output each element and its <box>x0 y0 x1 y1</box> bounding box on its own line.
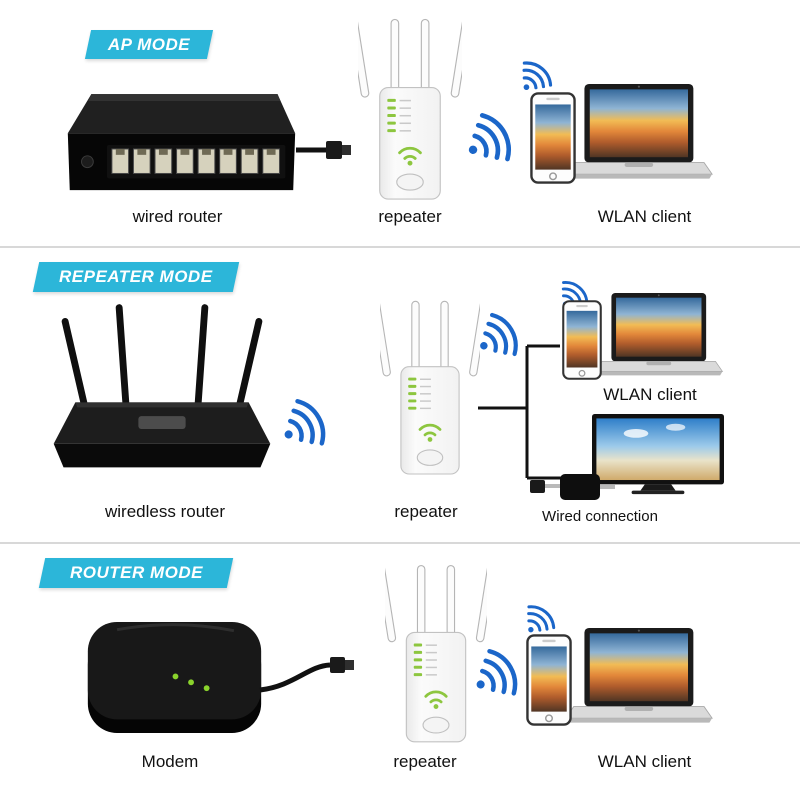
repeater-device <box>385 552 487 748</box>
ap-mode-banner: AP MODE <box>84 30 214 59</box>
wired-connection-label: Wired connection <box>542 508 658 525</box>
wifi-signal-icon <box>268 388 342 462</box>
ethernet-cable <box>296 141 351 159</box>
repeater-label: repeater <box>378 207 442 226</box>
repeater-label: repeater <box>394 502 458 521</box>
wired-router-device <box>58 88 303 206</box>
repeater-device <box>380 288 480 480</box>
smartphone-device <box>562 300 602 380</box>
modem-label: Modem <box>141 752 199 771</box>
ap-mode-banner-label: AP MODE <box>107 34 191 54</box>
ethernet-adapter <box>530 474 615 500</box>
laptop-device <box>592 293 724 380</box>
laptop-device <box>562 628 714 728</box>
wired-router-label: wired router <box>132 207 223 226</box>
wlan-client-label: WLAN client <box>597 752 692 771</box>
section-divider <box>0 246 800 248</box>
smartphone-device <box>526 634 572 726</box>
repeater-mode-banner-label: REPEATER MODE <box>59 267 213 286</box>
router-mode-banner-label: ROUTER MODE <box>69 563 203 582</box>
wireless-router-label: wiredless router <box>105 502 225 521</box>
section-divider <box>0 542 800 544</box>
modem-device <box>82 612 267 739</box>
repeater-device <box>358 6 462 205</box>
smartphone-device <box>530 92 576 184</box>
repeater-label: repeater <box>393 752 457 771</box>
ethernet-cable <box>259 657 354 693</box>
wlan-client-label: WLAN client <box>597 207 692 226</box>
laptop-device <box>562 84 714 184</box>
wlan-client-label: WLAN client <box>603 385 697 404</box>
wifi-signal-icon <box>452 102 528 178</box>
repeater-mode-banner: REPEATER MODE <box>32 262 240 292</box>
wireless-router-device <box>52 300 272 492</box>
router-mode-banner: ROUTER MODE <box>38 558 234 588</box>
